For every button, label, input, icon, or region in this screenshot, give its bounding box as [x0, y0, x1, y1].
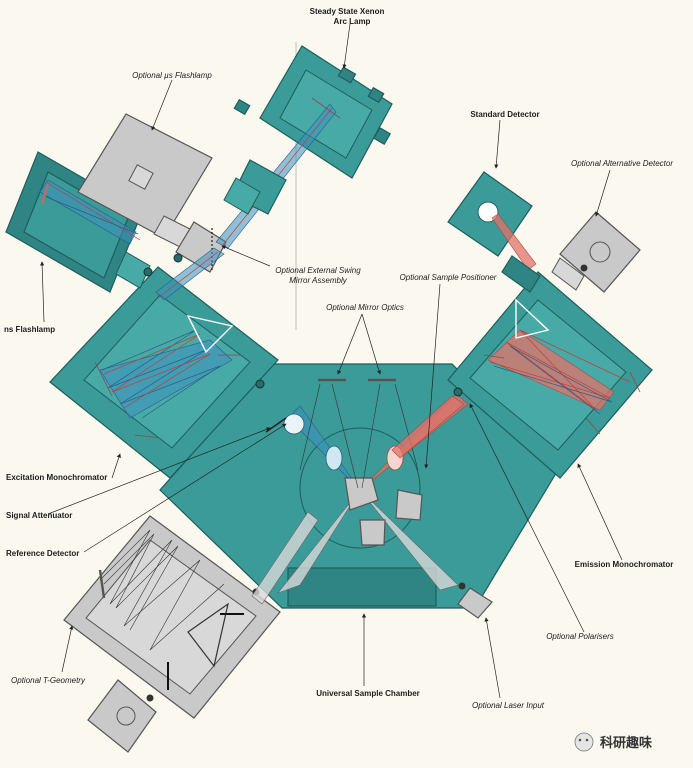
label-signal-attenuator: Signal Attenuator — [6, 511, 72, 520]
label-standard-detector: Standard Detector — [470, 110, 539, 119]
ns-flashlamp — [5, 151, 151, 293]
label-us-flashlamp: Optional µs Flashlamp — [132, 71, 212, 80]
emission-monochromator — [447, 271, 653, 479]
emission-beam — [391, 395, 465, 459]
slit-xe — [173, 253, 183, 263]
label-ns-flashlamp: ns Flashlamp — [4, 325, 55, 334]
alternative-detector — [551, 211, 641, 293]
leader-lines — [40, 23, 623, 699]
excitation-lens — [325, 445, 343, 471]
label-laser-input: Optional Laser Input — [472, 701, 545, 710]
label-sample-positioner: Optional Sample Positioner — [400, 273, 497, 282]
t-geometry — [63, 511, 319, 753]
watermark-text: 科研趣味 — [600, 735, 652, 751]
sample-chamber — [159, 363, 559, 609]
excitation-input-ray — [157, 251, 219, 299]
label-t-geometry: Optional T-Geometry — [11, 676, 86, 685]
label-mirror-optics: Optional Mirror Optics — [326, 303, 404, 312]
label-alt-detector: Optional Alternative Detector — [571, 159, 673, 168]
label-excitation-mono: Excitation Monochromator — [6, 473, 107, 482]
label-emission-mono: Emission Monochromator — [575, 560, 674, 569]
label-xenon-lamp-2: Arc Lamp — [334, 17, 371, 26]
watermark: 科研趣味 — [574, 732, 652, 752]
label-sample-chamber: Universal Sample Chamber — [316, 689, 420, 698]
labels: Steady State Xenon Arc Lamp Optional µs … — [4, 7, 673, 710]
label-polarisers: Optional Polarisers — [546, 632, 614, 641]
laser-input — [457, 582, 493, 619]
slit-ex-out — [255, 379, 265, 389]
label-xenon-lamp-1: Steady State Xenon — [310, 7, 385, 16]
excitation-monochromator — [49, 266, 279, 479]
label-swing-mirror-1: Optional External Swing — [275, 266, 361, 275]
reference-detector-element — [283, 413, 305, 435]
xenon-arc-lamp — [215, 45, 393, 249]
label-reference-detector: Reference Detector — [6, 549, 79, 558]
label-swing-mirror-2: Mirror Assembly — [289, 276, 347, 285]
slit-ns — [143, 267, 153, 277]
wechat-icon — [574, 732, 594, 752]
standard-detector — [447, 171, 541, 293]
excitation-input-beam — [155, 247, 225, 301]
